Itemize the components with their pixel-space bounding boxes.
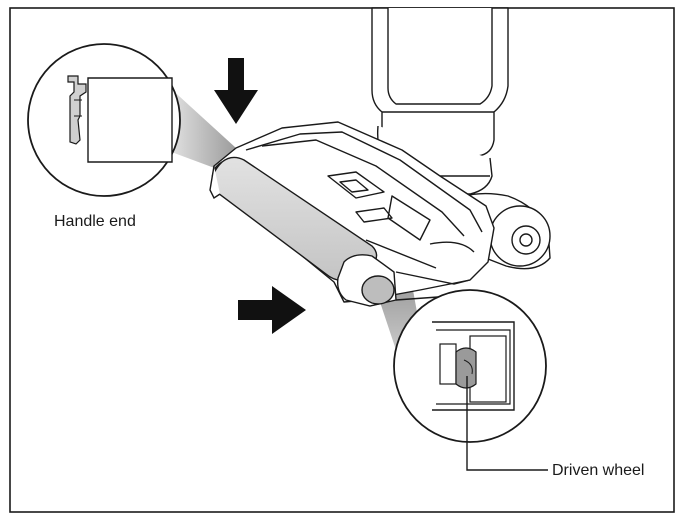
handle-end-label: Handle end	[54, 213, 136, 230]
handle-end-magnifier	[27, 43, 181, 197]
handle-end-callout-cone	[166, 86, 236, 176]
roller-end-cap	[336, 254, 471, 307]
driven-wheel-label: Driven wheel	[552, 462, 644, 479]
arrow-right-icon	[238, 286, 306, 334]
vacuum-body	[371, 7, 509, 195]
driven-wheel-leader	[466, 376, 548, 471]
arrow-down-icon	[214, 58, 258, 124]
side-wheel-assembly	[439, 192, 551, 270]
driven-wheel-magnifier	[393, 289, 547, 443]
